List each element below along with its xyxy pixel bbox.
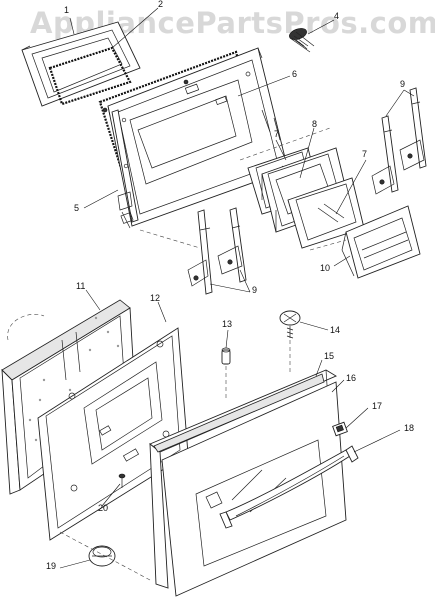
part-19-bumper [88, 545, 116, 567]
callout-7a: 7 [274, 129, 280, 139]
callout-18: 18 [404, 423, 415, 433]
part-1-window-frame [21, 21, 141, 107]
callout-14: 14 [330, 325, 341, 335]
callout-6: 6 [292, 69, 298, 79]
part-7-glass-lower [287, 177, 365, 249]
callout-11: 11 [76, 281, 86, 291]
part-6-inner-door [102, 47, 289, 227]
callout-10: 10 [320, 263, 331, 273]
leader-lines [59, 7, 415, 569]
callout-15: 15 [324, 351, 335, 361]
part-13-bushing [221, 347, 231, 365]
callout-4: 4 [334, 11, 340, 21]
callout-1: 1 [64, 5, 70, 15]
part-9-hinge-left [187, 207, 247, 295]
callout-20: 20 [98, 503, 109, 513]
callout-17: 17 [372, 401, 383, 411]
callout-5: 5 [74, 203, 80, 213]
part-14-screw [279, 310, 301, 339]
part-10-vent-duct [341, 205, 421, 279]
part-18-door-handle [219, 445, 359, 529]
callout-7b: 7 [362, 149, 368, 159]
part-15-door-trim [149, 369, 337, 589]
part-16-outer-door [161, 381, 347, 597]
callout-9b: 9 [252, 285, 258, 295]
part-5-door-liner [111, 109, 281, 229]
callout-16: 16 [346, 373, 357, 383]
callout-8: 8 [312, 119, 318, 129]
part-17-end-cap [332, 421, 348, 437]
part-9-hinge-right [371, 87, 427, 195]
callout-13: 13 [222, 319, 233, 329]
callout-2: 2 [158, 0, 164, 9]
callout-19: 19 [46, 561, 57, 571]
part-20-screw [118, 473, 126, 488]
callout-9a: 9 [400, 79, 406, 89]
callout-12: 12 [150, 293, 161, 303]
part-4-screw [289, 28, 315, 53]
